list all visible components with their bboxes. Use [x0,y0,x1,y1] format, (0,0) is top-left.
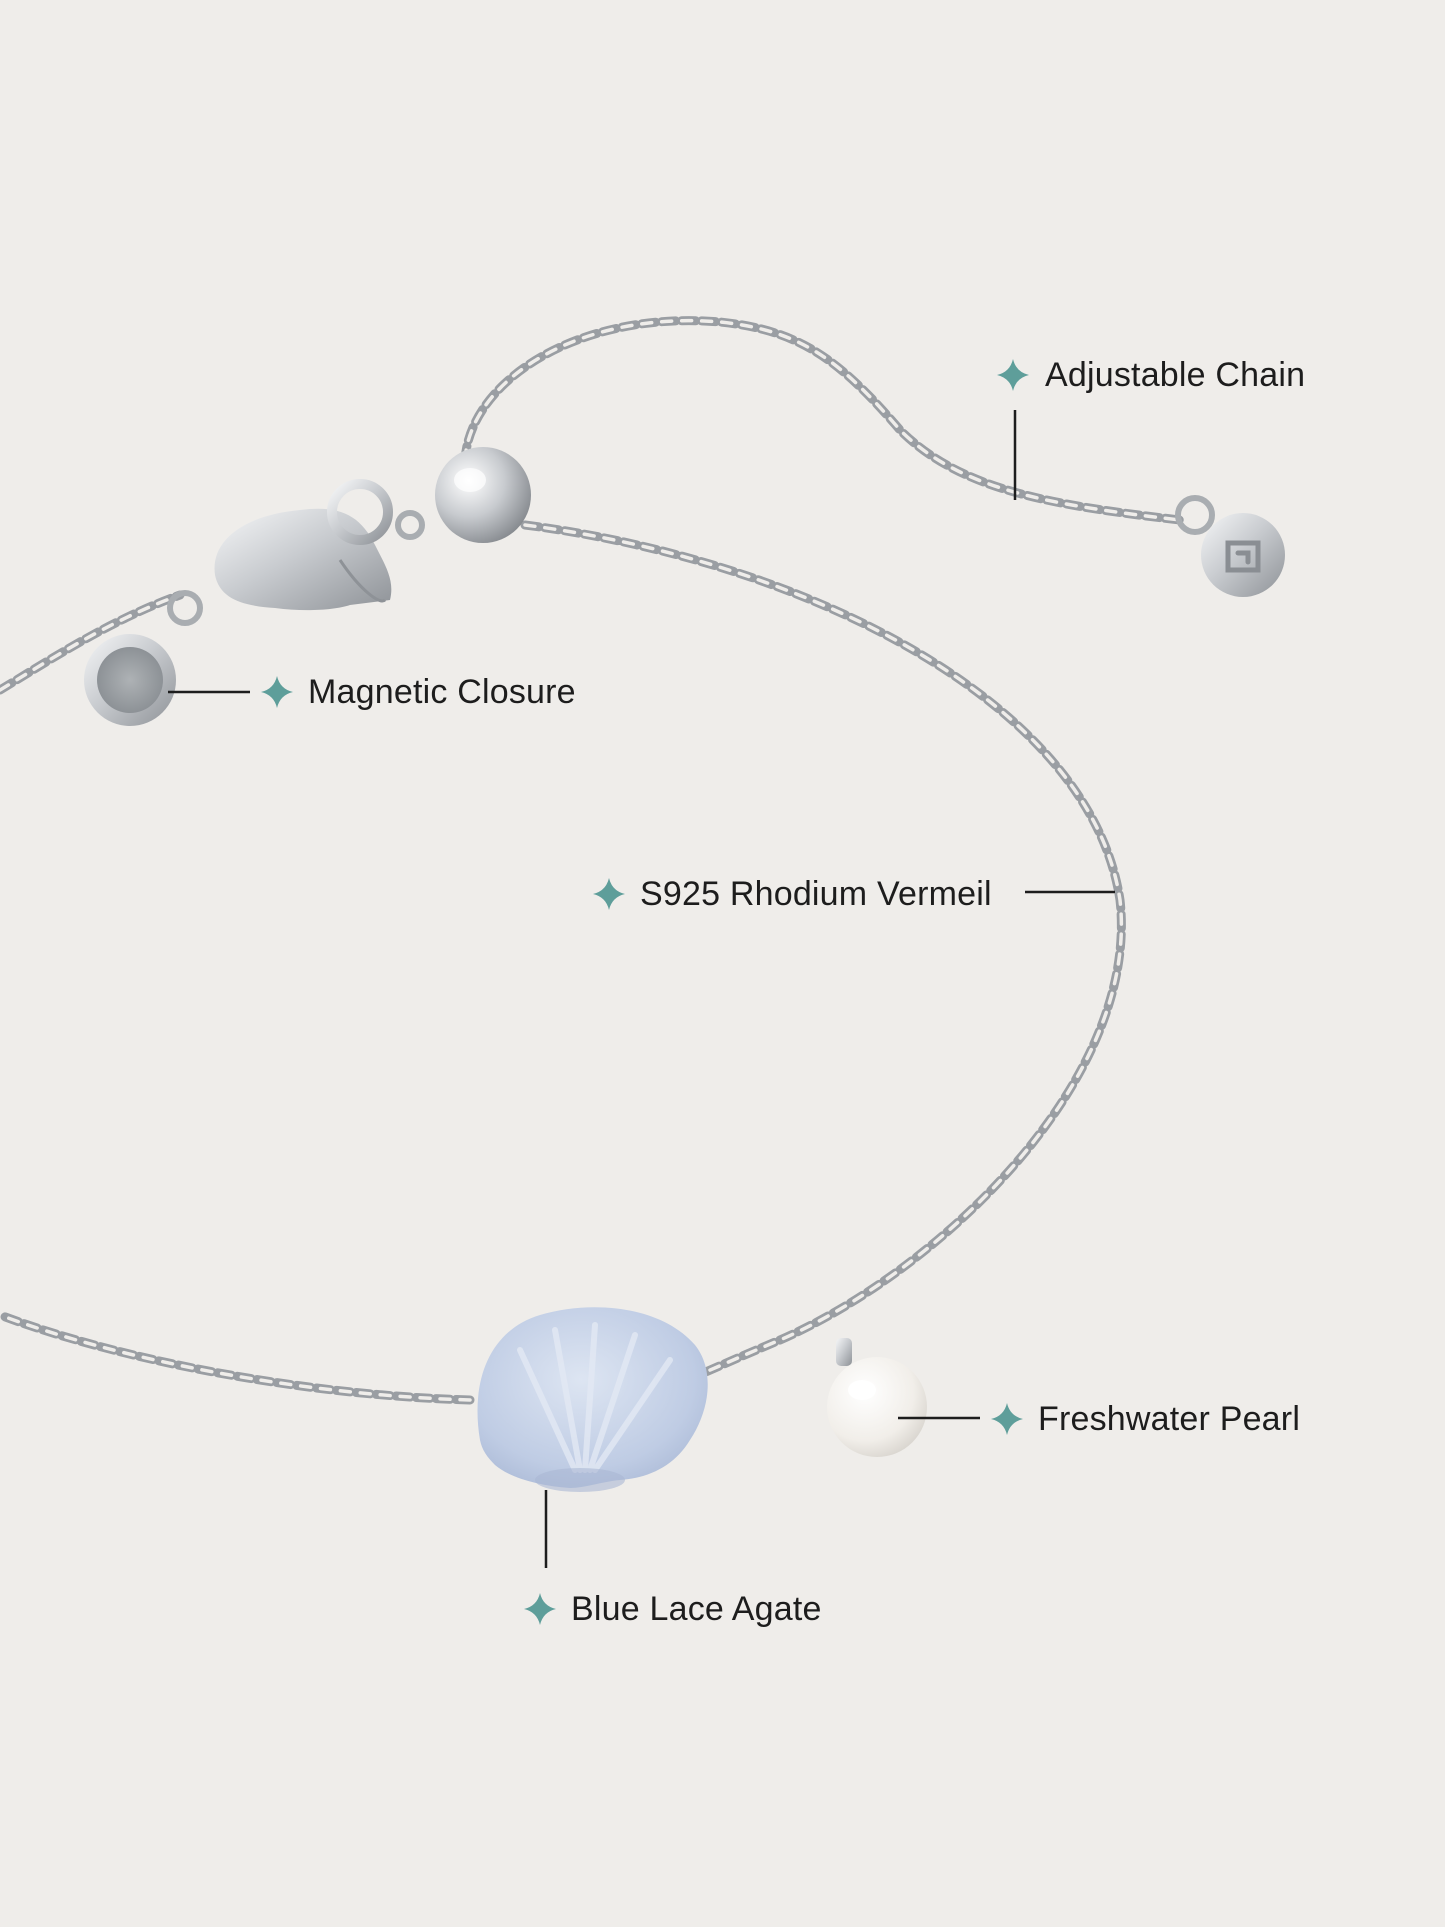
chain-links [460,316,1185,525]
slider-bead [435,447,531,543]
four-point-star-icon [997,359,1029,391]
freshwater-pearl [827,1338,927,1457]
blue-lace-agate-shell [477,1307,708,1492]
label-blue-lace-agate: Blue Lace Agate [571,1590,822,1628]
label-magnetic-closure: Magnetic Closure [308,673,576,711]
chain-links [0,1310,475,1405]
chain-link-holes [523,523,1124,1392]
four-point-star-icon [261,676,293,708]
four-point-star-icon [593,878,625,910]
chain-link-holes [0,593,182,692]
monogram-icon [1225,540,1261,573]
chain-links [520,520,1126,1395]
leader-lines [168,410,1115,1568]
label-adjustable-chain: Adjustable Chain [1045,356,1306,394]
four-point-star-icon [991,1403,1023,1435]
end-tag [1175,495,1285,597]
label-freshwater-pearl: Freshwater Pearl [1038,1400,1301,1438]
chain-link-holes [0,1313,472,1402]
label-s925-rhodium-vermeil: S925 Rhodium Vermeil [640,875,992,913]
chain-strands [0,316,1185,1405]
four-point-star-icon [524,1593,556,1625]
magnet-disc [84,590,203,726]
chain-link-holes [463,319,1182,522]
lobster-clasp [214,479,425,611]
star-markers [261,359,1029,1625]
